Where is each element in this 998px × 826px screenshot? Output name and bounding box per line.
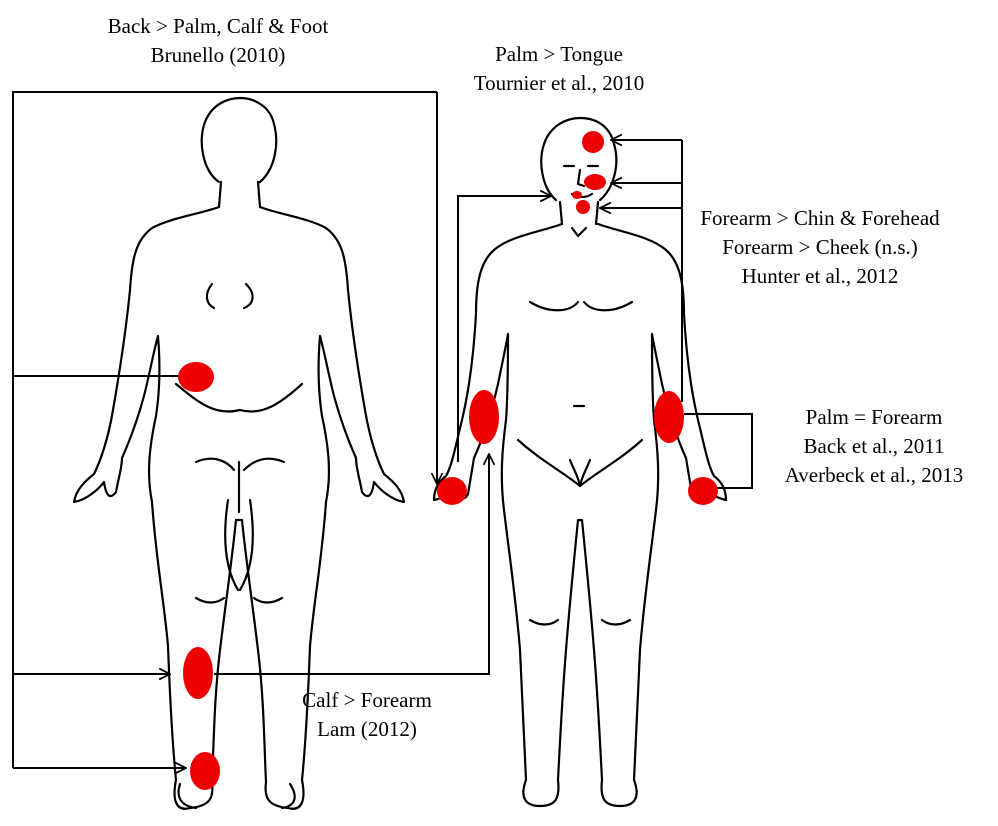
back-neck [219, 182, 260, 207]
site-calf [183, 647, 213, 699]
label-palm-forearm-line3: Averbeck et al., 2013 [752, 461, 996, 490]
label-forearm-face-line1: Forearm > Chin & Forehead [676, 204, 964, 233]
front-groin [518, 440, 642, 486]
label-calf-forearm-line1: Calf > Forearm [282, 686, 452, 715]
label-palm-tongue-line1: Palm > Tongue [437, 40, 681, 69]
site-left-palm [688, 477, 718, 505]
site-cheek [584, 174, 606, 190]
label-back-comparison-line2: Brunello (2010) [62, 41, 374, 70]
label-calf-forearm: Calf > Forearm Lam (2012) [282, 686, 452, 744]
back-head [202, 98, 276, 182]
front-chest [530, 302, 632, 310]
front-head [541, 118, 616, 200]
label-calf-forearm-line2: Lam (2012) [282, 715, 452, 744]
front-knees [530, 620, 630, 625]
label-palm-forearm: Palm = Forearm Back et al., 2011 Averbec… [752, 403, 996, 490]
label-back-comparison: Back > Palm, Calf & Foot Brunello (2010) [62, 12, 374, 70]
connector-palm-equals-forearm [684, 414, 752, 488]
label-palm-tongue-line2: Tournier et al., 2010 [437, 69, 681, 98]
site-right-forearm [469, 390, 499, 444]
site-chin [576, 200, 590, 214]
site-lower-back [178, 362, 214, 392]
label-forearm-face: Forearm > Chin & Forehead Forearm > Chee… [676, 204, 964, 291]
back-shoulder-blades [207, 284, 253, 308]
back-buttocks [196, 459, 284, 512]
label-palm-forearm-line2: Back et al., 2011 [752, 432, 996, 461]
connectors [13, 92, 752, 768]
back-feet [179, 784, 295, 808]
label-forearm-face-line2: Forearm > Cheek (n.s.) [676, 233, 964, 262]
site-right-palm [437, 477, 467, 505]
label-back-comparison-line1: Back > Palm, Calf & Foot [62, 12, 374, 41]
label-palm-forearm-line1: Palm = Forearm [752, 403, 996, 432]
connector-back-bracket [13, 92, 437, 768]
label-forearm-face-line3: Hunter et al., 2012 [676, 262, 964, 291]
site-foot [190, 752, 220, 790]
back-knees [196, 598, 282, 603]
label-palm-tongue: Palm > Tongue Tournier et al., 2010 [437, 40, 681, 98]
site-left-forearm [654, 391, 684, 443]
site-tongue [572, 191, 582, 199]
site-forehead [582, 131, 604, 153]
